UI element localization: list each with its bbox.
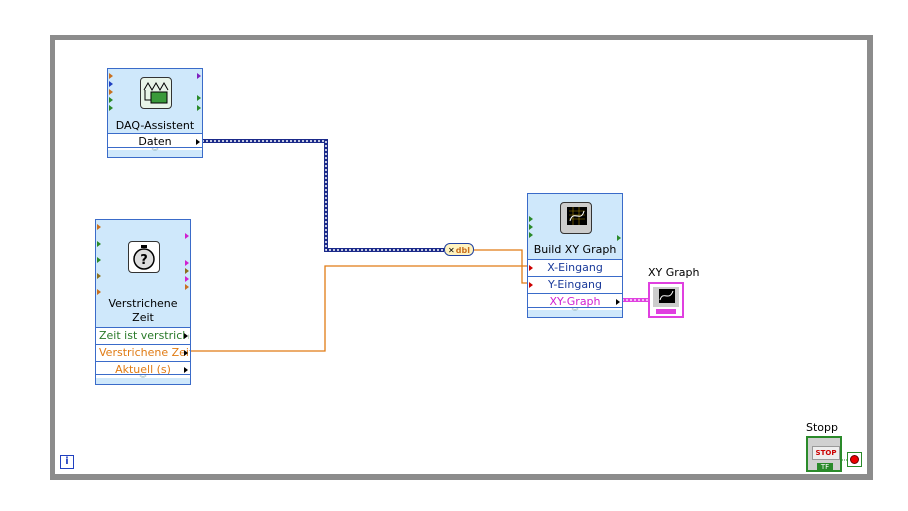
xy-graph-label: XY Graph: [648, 266, 700, 279]
expand-chevron-icon[interactable]: ︾: [96, 374, 190, 384]
terminal-label: Daten: [138, 135, 172, 148]
terminal-label: Verstrichene Zeit: [99, 346, 190, 359]
output-elapsed-time[interactable]: Verstrichene Zeit: [96, 344, 190, 361]
svg-text:?: ?: [140, 253, 148, 268]
xy-graph-icon: [560, 202, 592, 234]
terminal-label: Zeit ist verstrichen: [99, 329, 190, 342]
terminal-label: X-Eingang: [547, 261, 603, 274]
terminal-label: XY-Graph: [549, 295, 601, 308]
dynamic-data-wire: [202, 139, 444, 252]
stopwatch-icon: ?: [128, 241, 160, 273]
while-loop[interactable]: [50, 35, 873, 480]
daq-assistant-node[interactable]: DAQ-Assistent Daten ︾: [107, 68, 203, 158]
input-y[interactable]: Y-Eingang: [528, 276, 622, 293]
input-x[interactable]: X-Eingang: [528, 259, 622, 276]
stop-button[interactable]: STOP: [812, 446, 840, 460]
loop-iteration-terminal[interactable]: i: [60, 455, 74, 469]
expand-chevron-icon[interactable]: ︾: [108, 147, 202, 157]
output-time-has-elapsed[interactable]: Zeit ist verstrichen: [96, 327, 190, 344]
xy-graph-icon: [653, 287, 679, 314]
daq-card-icon: [140, 77, 172, 109]
output-xy-graph[interactable]: XY-Graph: [528, 293, 622, 310]
output-daten[interactable]: Daten: [108, 133, 202, 150]
convert-from-dynamic-data-icon: ✕: [448, 246, 455, 255]
expand-chevron-icon[interactable]: ︾: [528, 307, 622, 317]
convert-from-dynamic-data-node[interactable]: ✕dbl: [444, 243, 474, 256]
output-current-s[interactable]: Aktuell (s): [96, 361, 190, 378]
loop-condition-stop-icon[interactable]: [847, 452, 862, 467]
convert-label: dbl: [455, 246, 470, 255]
stop-button-terminal[interactable]: STOP TF: [806, 436, 842, 472]
node-title: Build XY Graph: [533, 243, 617, 256]
build-xy-graph-node[interactable]: Build XY Graph X-Eingang Y-Eingang XY-Gr…: [527, 193, 623, 318]
node-title: DAQ-Assistent: [115, 119, 195, 132]
boolean-type-badge: TF: [817, 463, 833, 471]
terminal-label: Aktuell (s): [115, 363, 171, 376]
stop-label: Stopp: [806, 421, 838, 434]
x-wire: [190, 265, 530, 352]
terminal-label: Y-Eingang: [547, 278, 603, 291]
xy-graph-terminal[interactable]: [648, 282, 684, 318]
